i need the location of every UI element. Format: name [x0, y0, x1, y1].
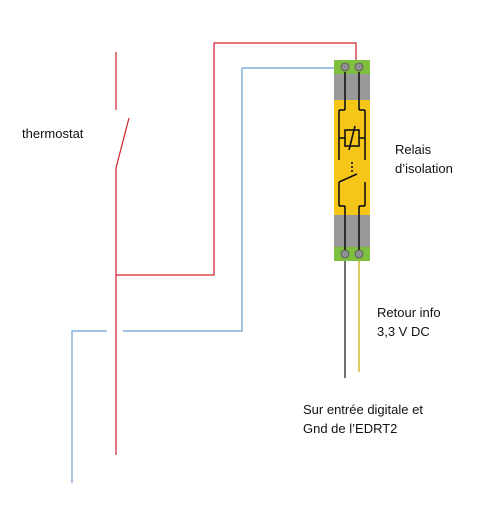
digital-input-line2: Gnd de l’EDRT2 — [303, 421, 398, 436]
relay-terminal-bottom — [334, 247, 370, 261]
terminal-screw-top-left — [340, 62, 350, 72]
isolation-relay — [334, 60, 370, 261]
digital-input-label: Sur entrée digitale et Gnd de l’EDRT2 — [303, 400, 423, 438]
digital-input-line1: Sur entrée digitale et — [303, 402, 423, 417]
relay-grey-top — [334, 74, 370, 100]
red-wire — [115, 42, 357, 455]
retour-info-line1: Retour info — [377, 305, 441, 320]
red-wire-thermostat-contact — [115, 117, 130, 169]
thermostat-label-text: thermostat — [22, 126, 84, 141]
retour-info-label: Retour info 3,3 V DC — [377, 303, 441, 341]
relay-terminal-top — [334, 60, 370, 74]
relay-yellow-body — [334, 100, 370, 215]
relay-label: Relais d’isolation — [395, 140, 453, 178]
blue-wire-left-branch — [71, 330, 107, 483]
red-wire-to-relay — [116, 42, 357, 276]
terminal-screw-bottom-right — [354, 249, 364, 259]
relay-internal-circuit — [338, 72, 366, 250]
relay-contact-switch-icon — [338, 173, 358, 183]
relay-grey-bottom — [334, 215, 370, 247]
relay-label-line2: d’isolation — [395, 161, 453, 176]
blue-wire-to-relay — [123, 62, 344, 332]
terminal-screw-top-right — [354, 62, 364, 72]
thermostat-label: thermostat — [22, 124, 83, 143]
relay-label-line1: Relais — [395, 142, 432, 157]
terminal-screw-bottom-left — [340, 249, 350, 259]
retour-info-line2: 3,3 V DC — [377, 324, 430, 339]
